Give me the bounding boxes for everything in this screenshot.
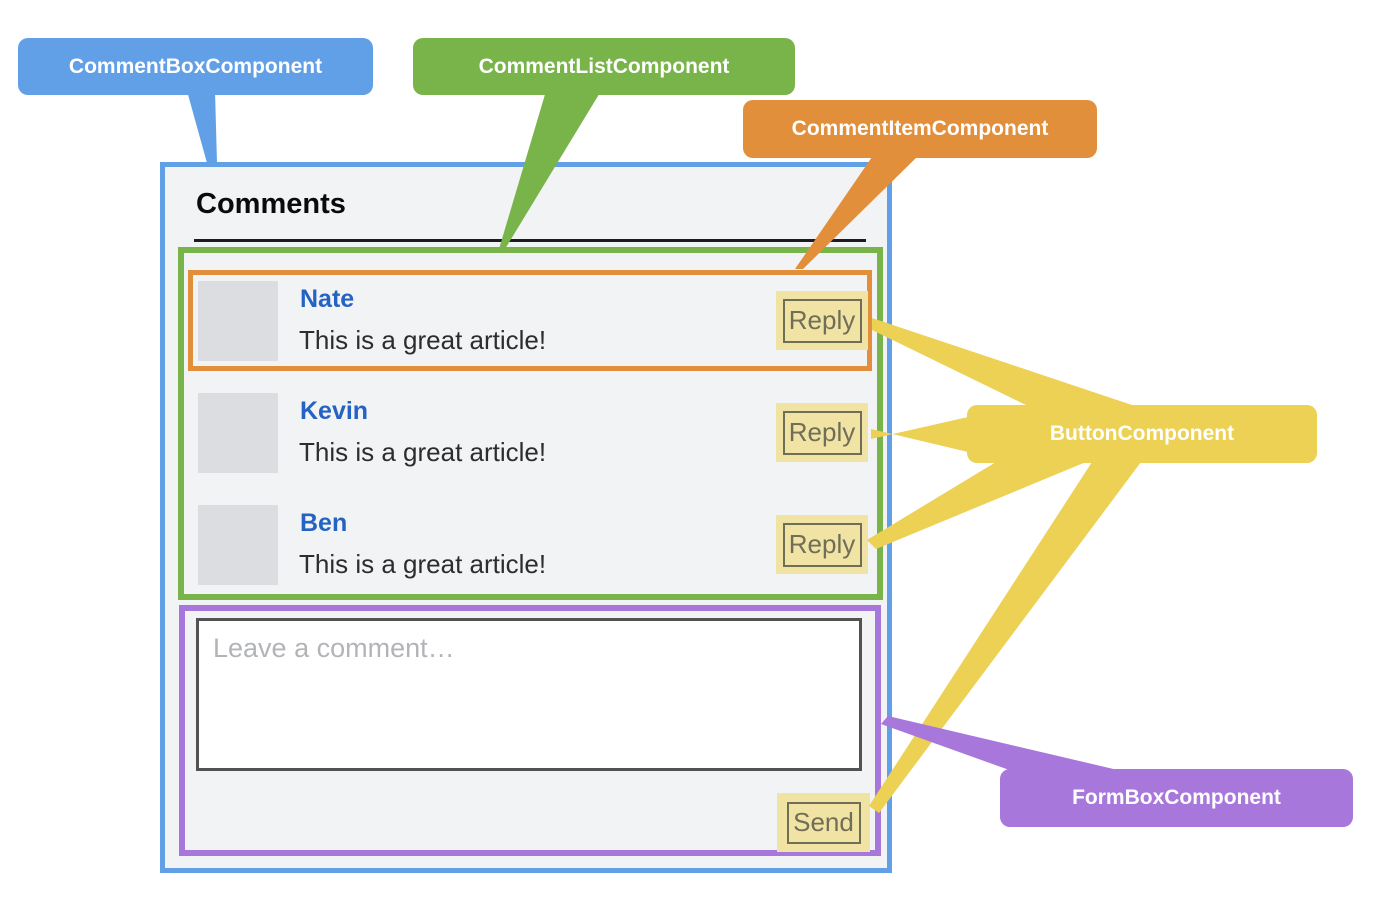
reply-button-highlight: Reply (776, 291, 868, 350)
callout-label: CommentBoxComponent (68, 54, 323, 78)
reply-button[interactable]: Reply (782, 298, 862, 343)
button-tail-reply-1 (872, 318, 1138, 407)
reply-button-highlight: Reply (776, 515, 868, 574)
comment-text: This is a great article! (299, 549, 547, 579)
comment-row: Ben This is a great article! Reply (198, 505, 868, 585)
callout-comment-box-component: CommentBoxComponent (18, 38, 373, 95)
callout-comment-list-component: CommentListComponent (413, 38, 795, 95)
callout-label: FormBoxComponent (1072, 786, 1281, 809)
comment-author: Nate (300, 285, 355, 313)
send-button[interactable]: Send (786, 801, 861, 844)
callout-comment-item-component: CommentItemComponent (743, 100, 1097, 158)
callout-label: ButtonComponent (1049, 422, 1235, 445)
comment-input[interactable] (196, 618, 862, 771)
callout-button-component: ButtonComponent (967, 405, 1317, 463)
reply-button[interactable]: Reply (782, 410, 862, 455)
comments-title: Comments (196, 188, 346, 220)
reply-button[interactable]: Reply (782, 522, 862, 567)
title-divider (194, 239, 866, 242)
form-box-tail (881, 716, 1122, 771)
callout-label: CommentItemComponent (791, 117, 1049, 140)
comment-box-tail (187, 91, 217, 163)
comment-row: Nate This is a great article! Reply (198, 281, 868, 361)
comment-author: Kevin (300, 397, 369, 425)
avatar (198, 393, 278, 473)
comment-author: Ben (300, 509, 348, 537)
avatar (198, 505, 278, 585)
callout-form-box-component: FormBoxComponent (1000, 769, 1353, 827)
reply-button-highlight: Reply (776, 403, 868, 462)
comment-text: This is a great article! (299, 325, 547, 355)
avatar (198, 281, 278, 361)
callout-label: CommentListComponent (478, 54, 730, 78)
comment-text: This is a great article! (299, 437, 547, 467)
button-tail-send (869, 462, 1141, 813)
comment-row: Kevin This is a great article! Reply (198, 393, 868, 473)
send-button-highlight: Send (777, 793, 870, 852)
button-tail-reply-3 (867, 462, 1086, 549)
comment-item-outline (188, 270, 872, 371)
